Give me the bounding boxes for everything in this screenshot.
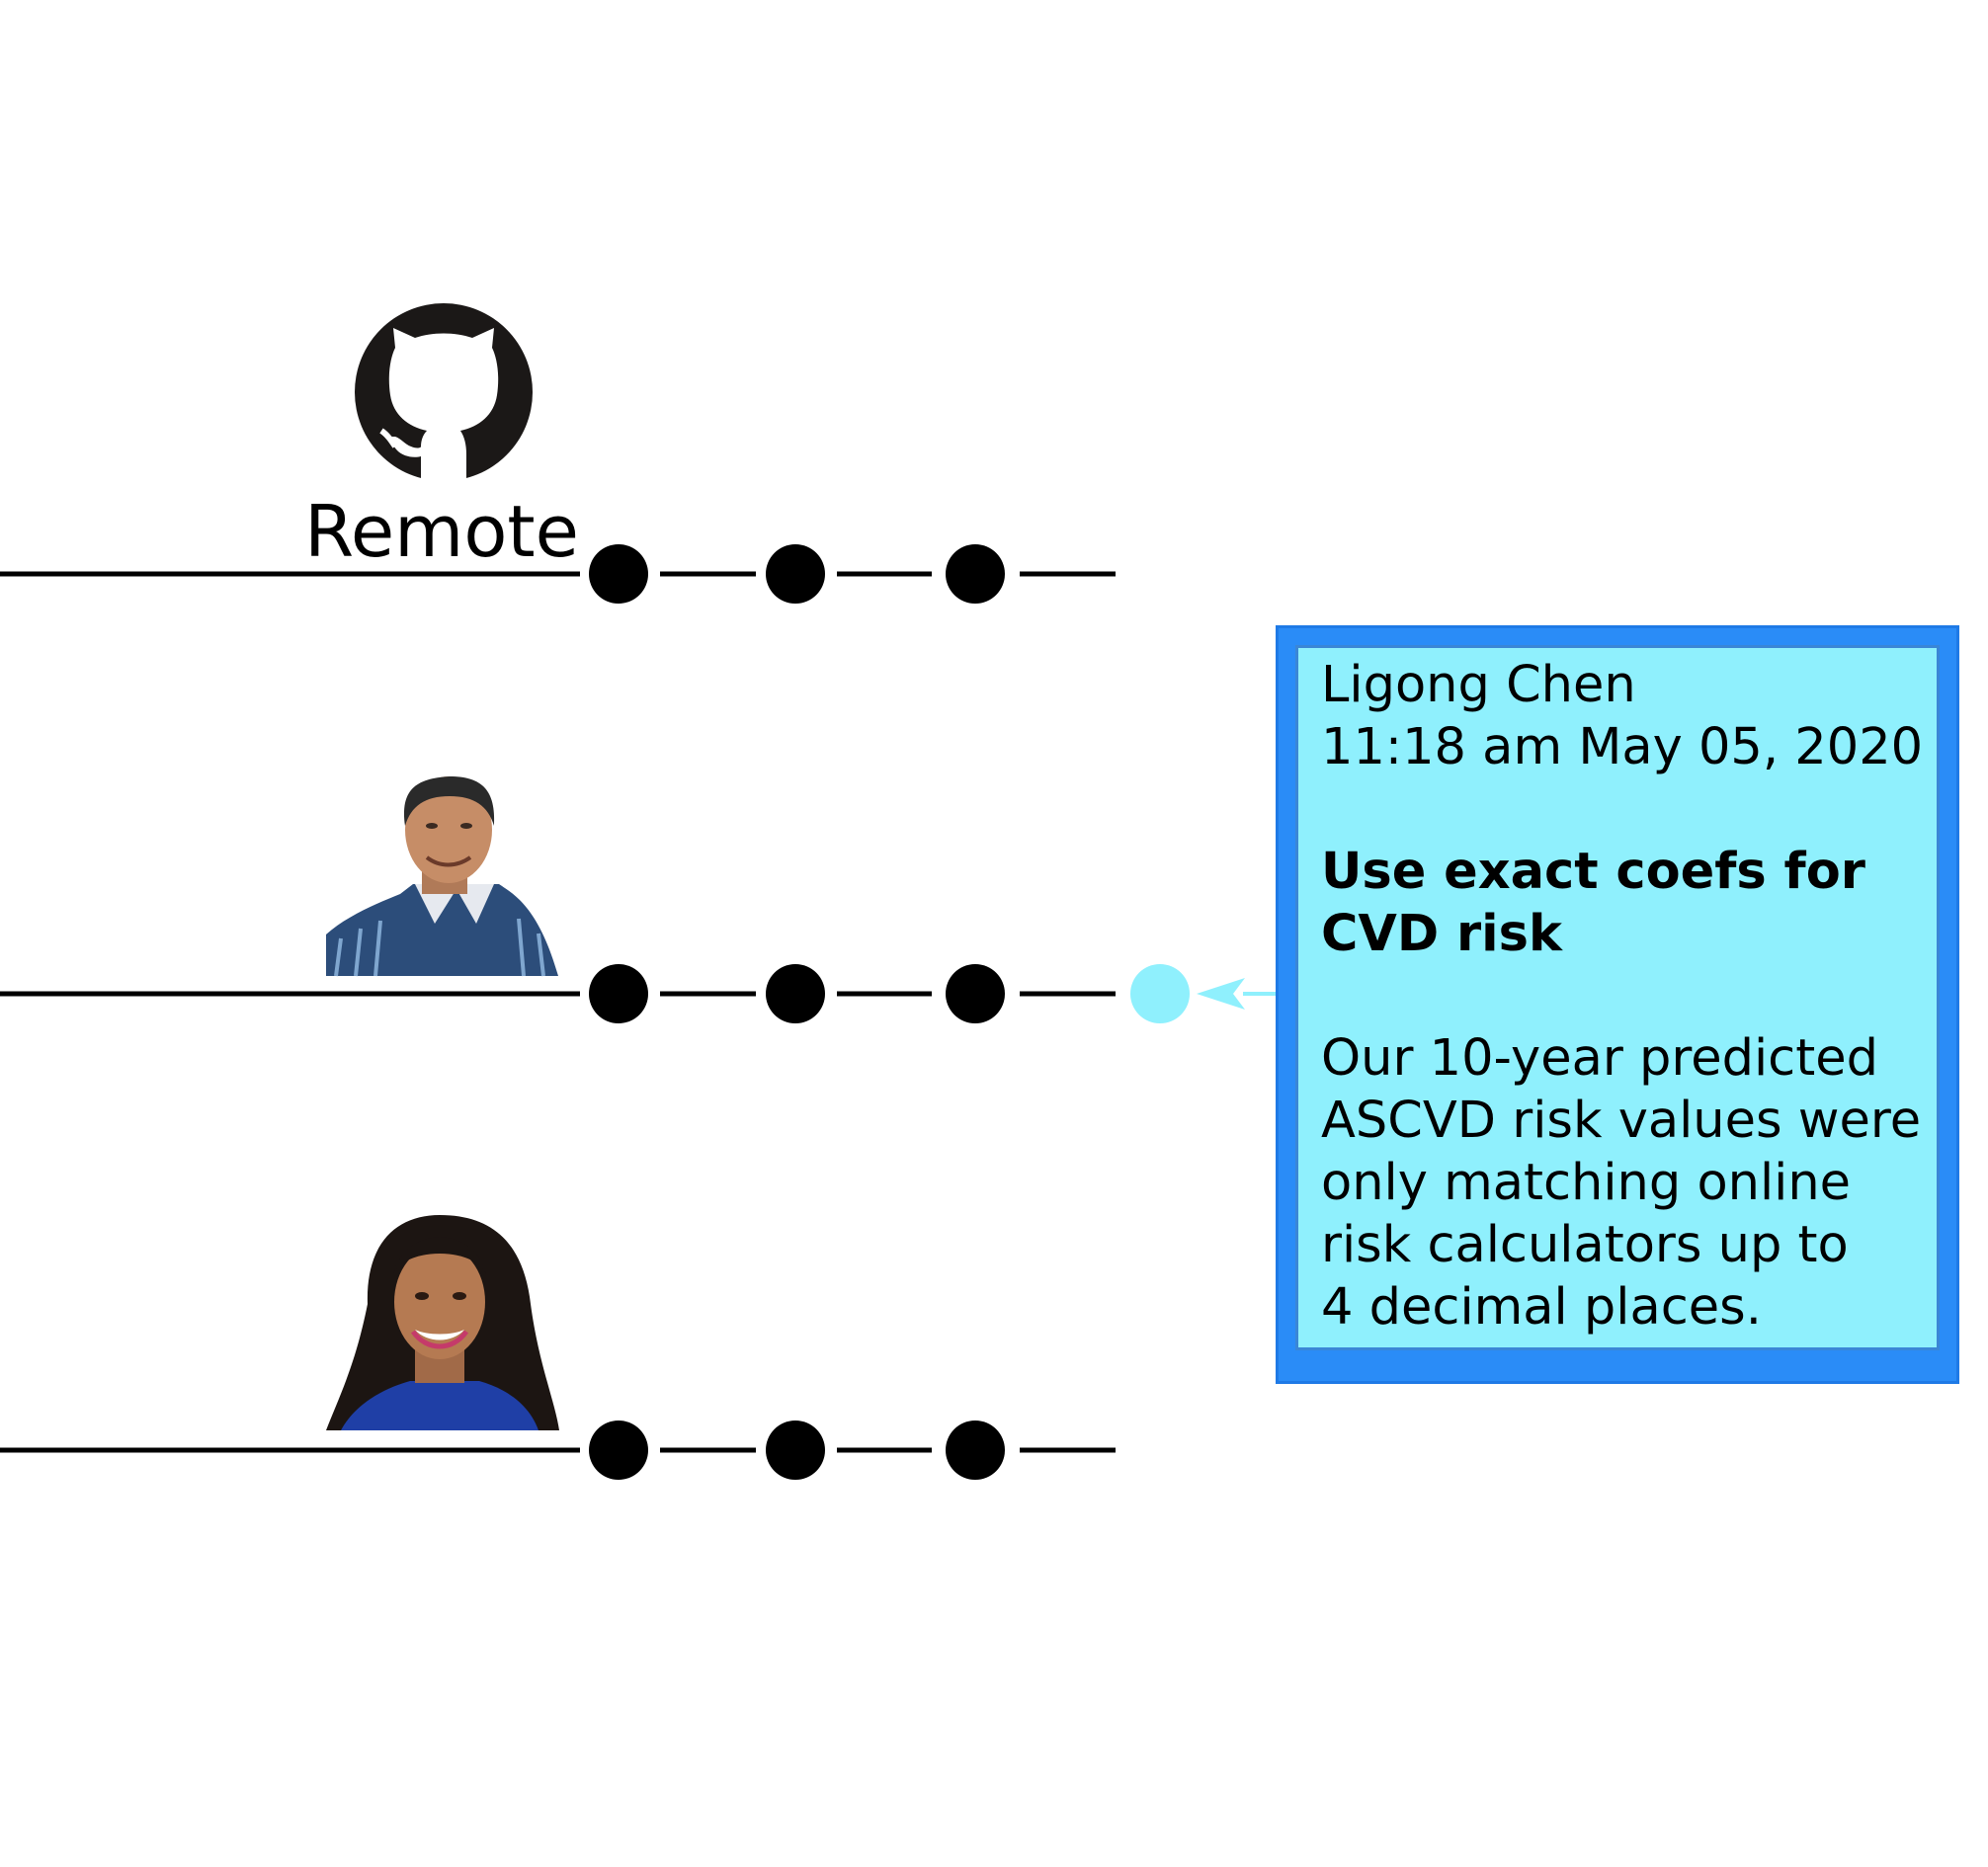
commit-dot[interactable]	[946, 964, 1005, 1023]
commit-dot[interactable]	[589, 964, 648, 1023]
branch-remote	[0, 544, 1116, 604]
commit-body-line: only matching online	[1321, 1154, 1852, 1212]
new-commit-dot[interactable]	[1130, 964, 1190, 1023]
commit-body-line: 4 decimal places.	[1321, 1278, 1762, 1337]
github-octocat-icon	[355, 303, 533, 483]
spacer	[1321, 965, 1937, 1027]
woman-portrait-photo	[326, 1215, 559, 1430]
commit-author: Ligong Chen	[1321, 656, 1636, 714]
commit-dot[interactable]	[766, 1421, 825, 1480]
commit-dot[interactable]	[766, 964, 825, 1023]
spacer	[1321, 778, 1937, 841]
arrow-head-icon	[1197, 978, 1245, 1010]
commit-message-body: Ligong Chen 11:18 am May 05, 2020 Use ex…	[1295, 645, 1940, 1350]
commit-timestamp: 11:18 am May 05, 2020	[1321, 718, 1924, 776]
commit-dot[interactable]	[589, 1421, 648, 1480]
commit-title-line: Use exact coefs for	[1321, 843, 1865, 901]
branch-developer-2	[0, 1421, 1116, 1480]
commit-dot[interactable]	[766, 544, 825, 604]
commit-body-line: risk calculators up to	[1321, 1216, 1849, 1274]
commit-dot[interactable]	[589, 544, 648, 604]
commit-dot[interactable]	[946, 1421, 1005, 1480]
remote-label: Remote	[304, 490, 579, 573]
commit-body-line: ASCVD risk values were	[1321, 1092, 1922, 1150]
commit-dot[interactable]	[946, 544, 1005, 604]
branch-developer-1	[0, 964, 1293, 1023]
man-portrait-photo	[326, 776, 558, 977]
commit-body-line: Our 10-year predicted	[1321, 1029, 1878, 1088]
commit-message-card: Ligong Chen 11:18 am May 05, 2020 Use ex…	[1276, 625, 1959, 1384]
commit-title-line: CVD risk	[1321, 905, 1562, 963]
